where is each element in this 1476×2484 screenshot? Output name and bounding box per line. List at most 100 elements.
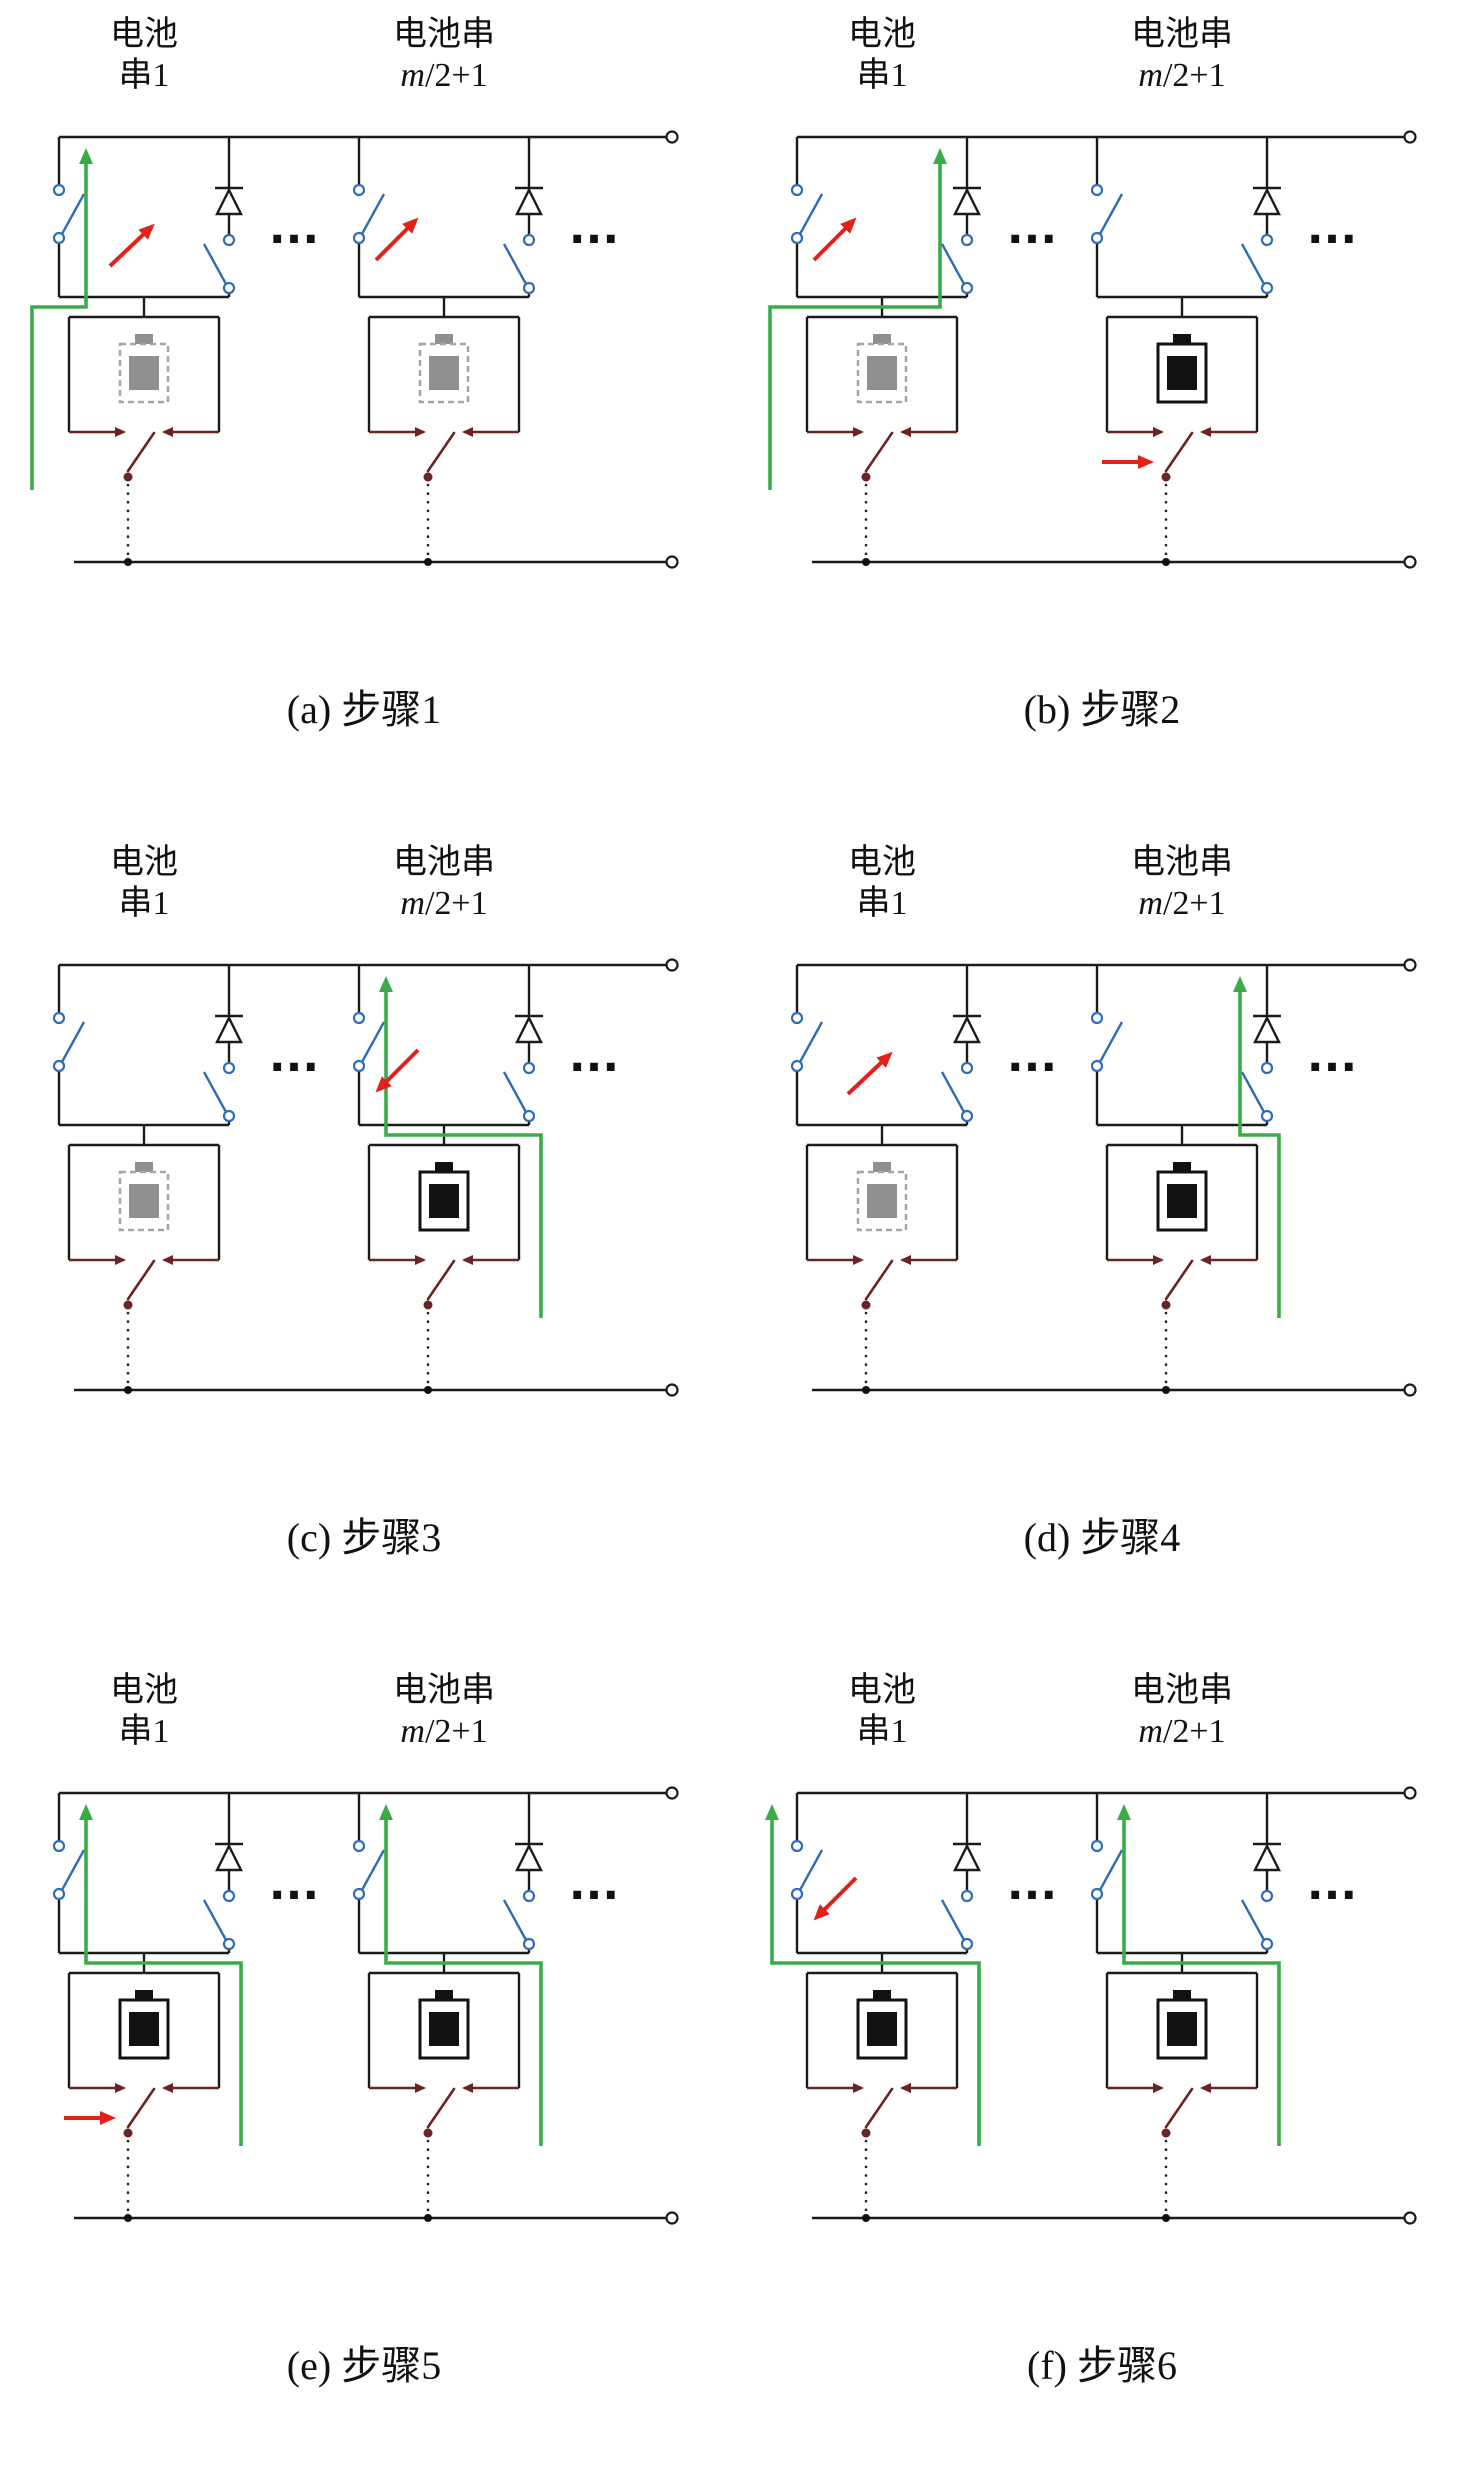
math-rest: /2+1: [1162, 57, 1226, 95]
bus-junction-dot: [424, 1386, 432, 1394]
battery-string-1-label: 电池 串1: [848, 14, 916, 97]
switch-icons: [1090, 1839, 1274, 1951]
label-line: 电池串: [1131, 16, 1233, 53]
label-line: 串1: [118, 1713, 170, 1751]
battery-string-m21-label: 电池串 m/2+1: [393, 842, 495, 925]
diode-icon: [1253, 1014, 1281, 1044]
battery-string-cell: [1090, 137, 1281, 566]
bottom-switch-lever: [426, 1259, 456, 1301]
labels-row: 电池 串1 电池串 m/2+1: [14, 1670, 714, 1758]
bottom-switch-lever: [864, 431, 894, 473]
battery-string-cell: [1090, 965, 1281, 1394]
panel-caption: (d) 步骤4: [1023, 1515, 1181, 1560]
battery-icon-charged: [856, 1990, 908, 2060]
bottom-switch-lever: [426, 2087, 456, 2129]
top-terminal: [665, 958, 679, 972]
red-action-arrow: [374, 217, 419, 262]
green-current-path: [1117, 1804, 1281, 2146]
battery-icon-charged: [118, 1990, 170, 2060]
bottom-switch-lever: [126, 431, 156, 473]
label-line: 串1: [118, 57, 170, 95]
panel-b: 电池 串1 电池串 m/2+1 ··· ··· (b) 步骤2: [738, 0, 1476, 828]
diode-icon: [953, 186, 981, 216]
ellipsis-dots: ···: [1007, 1042, 1057, 1093]
ellipsis-dots: ···: [269, 1870, 319, 1921]
label-line: 电池: [110, 16, 178, 53]
battery-string-cell: [30, 137, 243, 566]
battery-string-1-label: 电池 串1: [110, 1670, 178, 1753]
top-terminal: [1403, 958, 1417, 972]
panel-caption: (a) 步骤1: [286, 687, 442, 732]
switch-contact-dot: [123, 472, 133, 482]
label-line-math: m/2+1: [1131, 55, 1233, 96]
circuit-svg: ······: [30, 130, 679, 569]
bottom-terminal: [1403, 2211, 1417, 2225]
ellipsis-dots: ···: [569, 214, 619, 265]
battery-string-1-label: 电池 串1: [848, 842, 916, 925]
battery-string-cell: [52, 965, 243, 1394]
bus-junction-dot: [1162, 558, 1170, 566]
bottom-switch-lever: [1164, 431, 1194, 473]
switch-contact-dot: [861, 1300, 871, 1310]
switch-contact-dot: [423, 472, 433, 482]
switch-contact-dot: [1161, 472, 1171, 482]
switch-contact-dot: [123, 2128, 133, 2138]
label-line: 电池: [110, 1672, 178, 1709]
battery-string-cell: [765, 1793, 981, 2222]
labels-row: 电池 串1 电池串 m/2+1: [14, 842, 714, 930]
battery-icon-bypassed: [118, 1162, 170, 1232]
switch-contact-dot: [1161, 2128, 1171, 2138]
math-var: m: [400, 57, 425, 95]
switch-contact-dot: [423, 1300, 433, 1310]
diode-icon: [215, 1842, 243, 1872]
math-var: m: [1138, 57, 1163, 95]
label-line: 串1: [856, 1713, 908, 1751]
bottom-terminal: [665, 555, 679, 569]
battery-icon-charged: [1156, 334, 1208, 404]
switch-icons: [352, 183, 536, 295]
ellipsis-dots: ···: [1307, 214, 1357, 265]
bottom-switch-lever: [126, 1259, 156, 1301]
green-current-path: [1233, 976, 1281, 1318]
labels-row: 电池 串1 电池串 m/2+1: [752, 1670, 1452, 1758]
battery-string-m21-label: 电池串 m/2+1: [393, 1670, 495, 1753]
battery-icon-charged: [418, 1990, 470, 2060]
switch-contact-dot: [123, 1300, 133, 1310]
ellipsis-dots: ···: [1007, 1870, 1057, 1921]
battery-string-cell: [1090, 1793, 1281, 2222]
battery-string-cell: [352, 137, 543, 566]
ellipsis-dots: ···: [1307, 1870, 1357, 1921]
bus-junction-dot: [124, 558, 132, 566]
battery-string-m21-label: 电池串 m/2+1: [1131, 1670, 1233, 1753]
circuit-svg: ······: [790, 958, 1417, 1397]
diode-icon: [515, 1842, 543, 1872]
panel-d: 电池 串1 电池串 m/2+1 ······ (d) 步骤4: [738, 828, 1476, 1656]
circuit-svg: ··· ···: [52, 1786, 679, 2225]
green-current-path: [765, 1804, 981, 2146]
math-var: m: [400, 1713, 425, 1751]
circuit-svg: ··· ···: [765, 1786, 1417, 2225]
ellipsis-dots: ···: [1007, 214, 1057, 265]
switch-icons: [790, 1839, 974, 1951]
bus-junction-dot: [862, 2214, 870, 2222]
battery-icon-charged: [418, 1162, 470, 1232]
label-line: 串1: [856, 57, 908, 95]
label-line: 电池串: [393, 1672, 495, 1709]
battery-icon-charged: [1156, 1162, 1208, 1232]
battery-icon-charged: [1156, 1990, 1208, 2060]
label-line: 电池: [110, 844, 178, 881]
switch-contact-dot: [1161, 1300, 1171, 1310]
diode-icon: [515, 186, 543, 216]
ellipsis-dots: ···: [569, 1870, 619, 1921]
battery-string-1-label: 电池 串1: [848, 1670, 916, 1753]
switch-contact-dot: [423, 2128, 433, 2138]
bus-junction-dot: [862, 558, 870, 566]
switch-icons: [352, 1839, 536, 1951]
bus-junction-dot: [1162, 1386, 1170, 1394]
switch-icons: [790, 1011, 974, 1123]
bottom-switch-lever: [426, 431, 456, 473]
panel-caption: (b) 步骤2: [1023, 687, 1181, 732]
label-line: 串1: [118, 885, 170, 923]
panel-c: 电池 串1 电池串 m/2+1 ······ (c) 步骤3: [0, 828, 738, 1656]
red-action-arrow: [375, 1048, 420, 1093]
